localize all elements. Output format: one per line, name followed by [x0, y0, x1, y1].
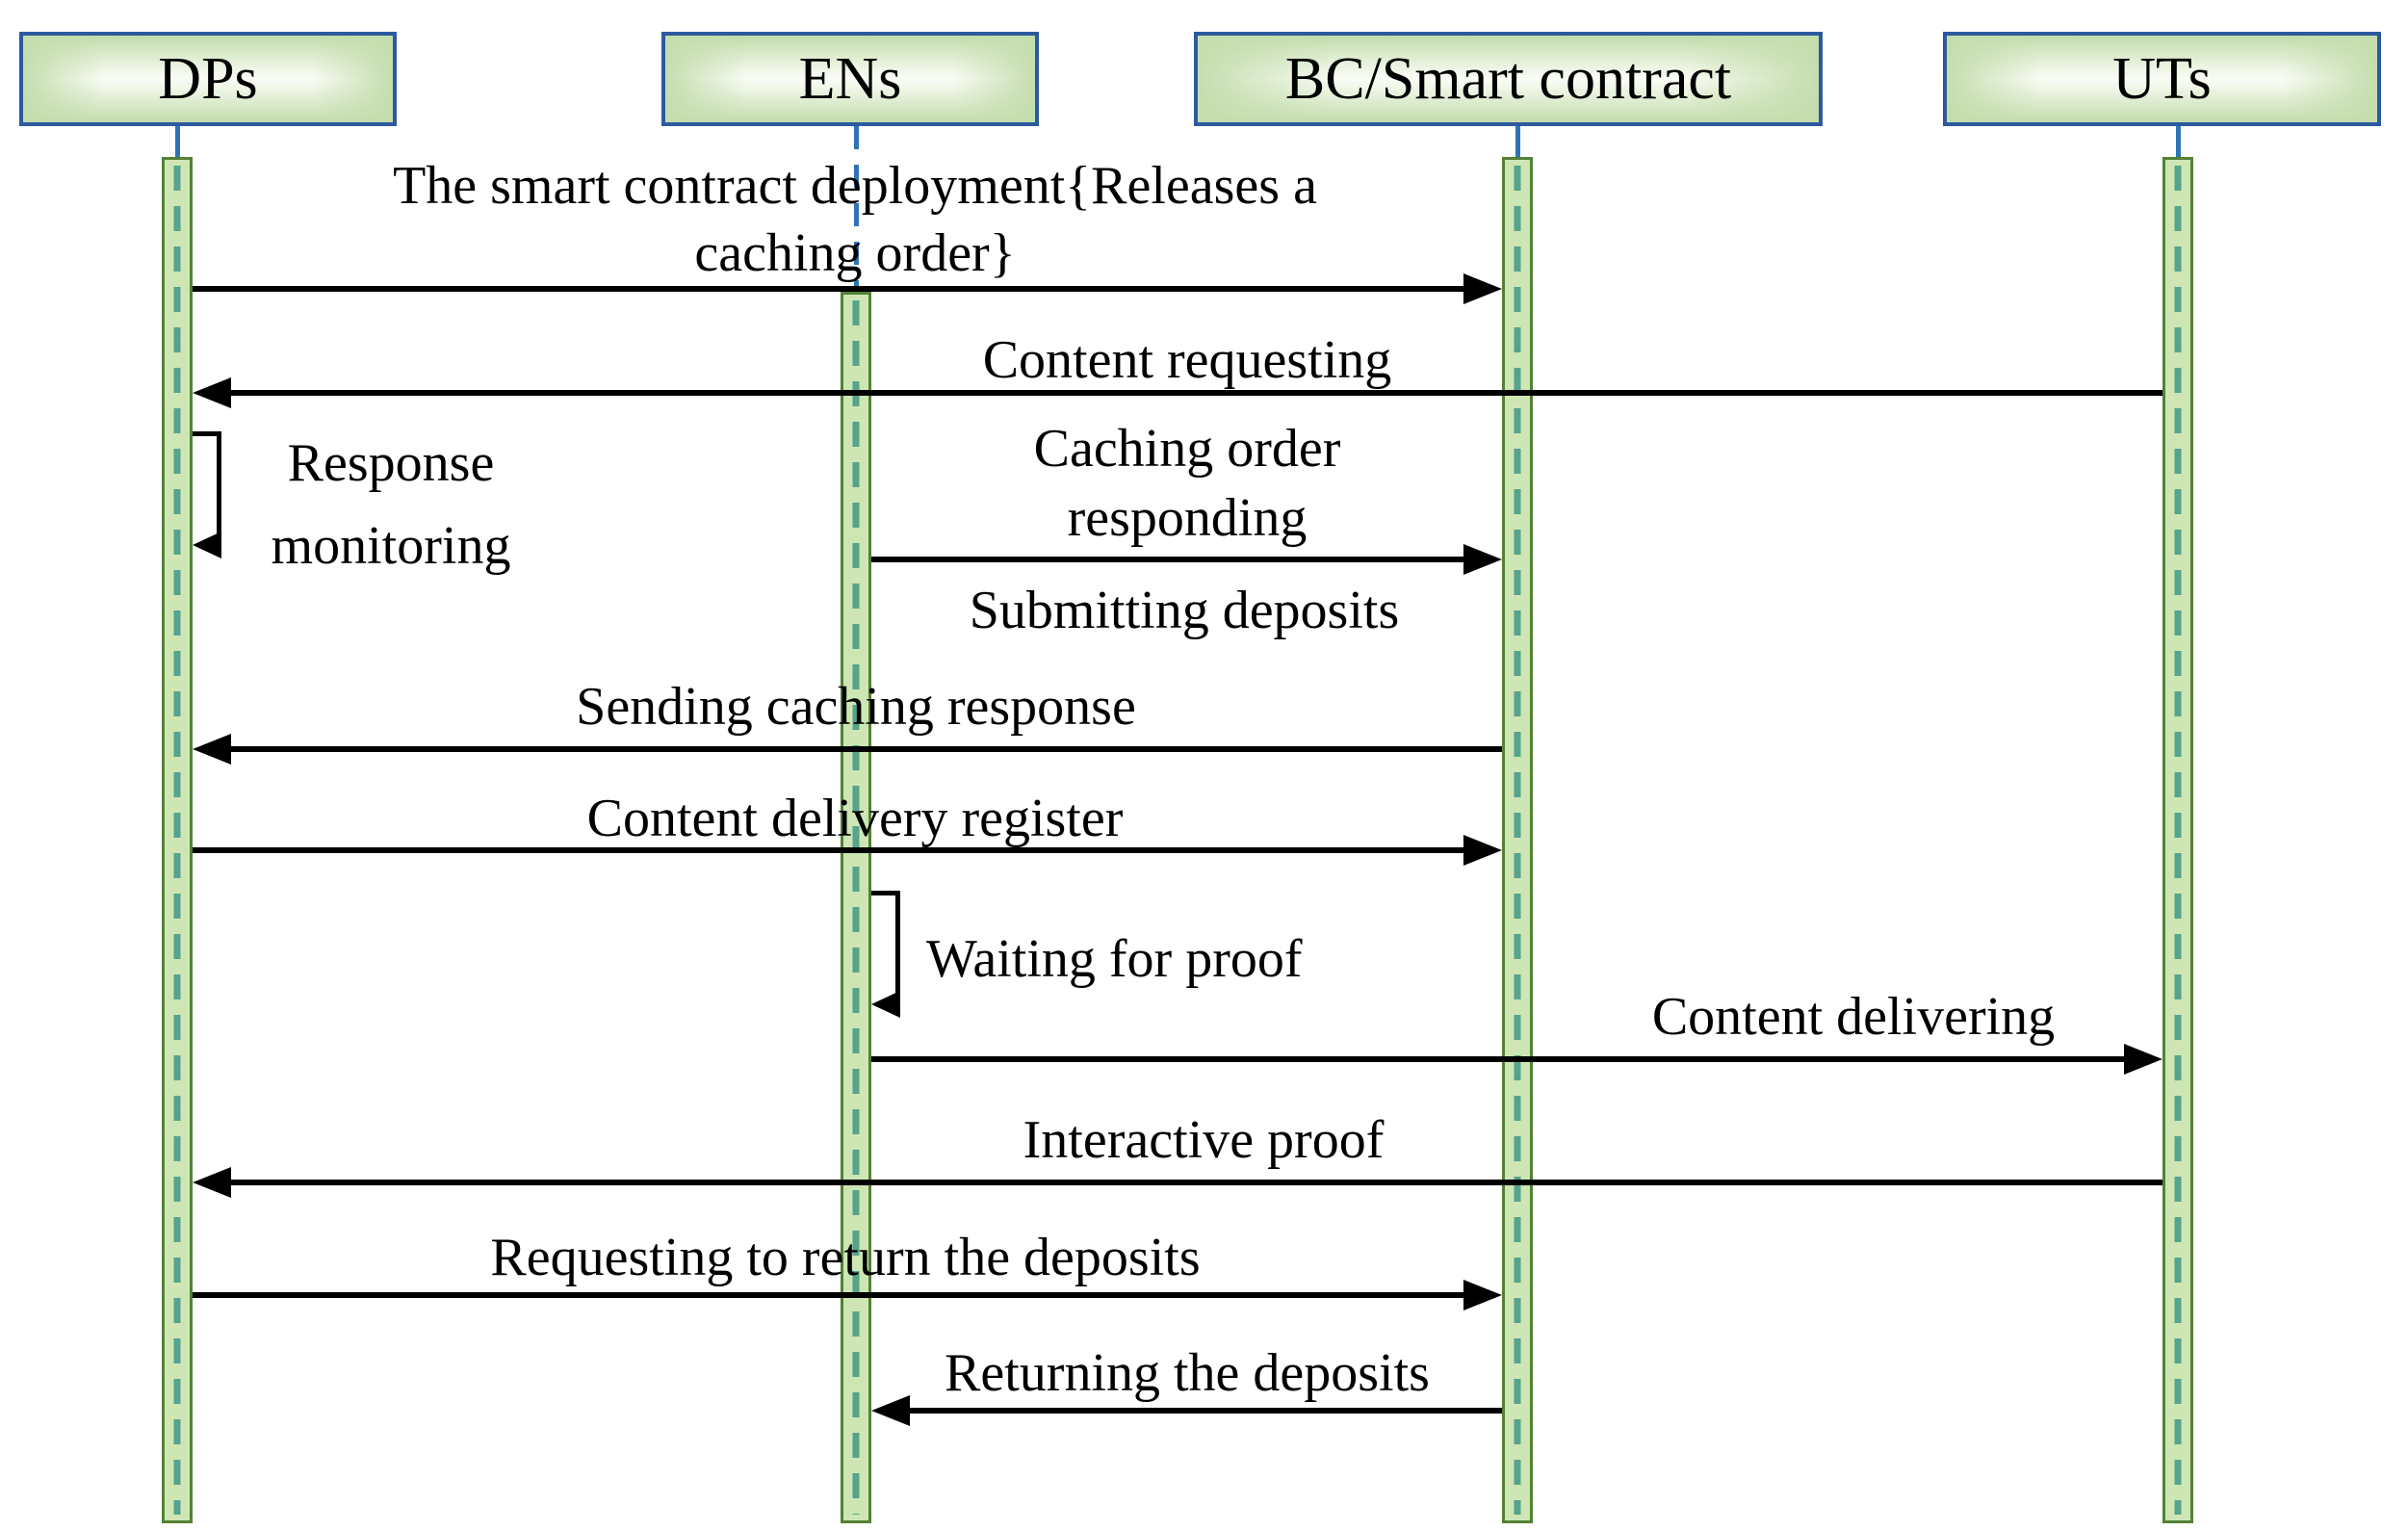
actor-box-ens: ENs — [661, 32, 1039, 126]
message-arrow-4 — [229, 746, 1502, 752]
actor-label-dps: DPs — [158, 45, 258, 112]
lifeline-dash-ens — [852, 300, 860, 1515]
actor-box-dps: DPs — [19, 32, 397, 126]
message-label-interactive-proof: Interactive proof — [1023, 1110, 1385, 1170]
activation-bar-bc — [1502, 157, 1533, 1523]
message-label-sending-caching-response: Sending caching response — [576, 677, 1136, 737]
message-arrow-2 — [229, 390, 2162, 396]
self-loop-dps-top — [193, 431, 221, 436]
lifeline-dash-bc — [1514, 166, 1521, 1515]
message-label-content-delivering: Content delivering — [1651, 987, 2056, 1047]
message-arrow-3 — [871, 557, 1465, 562]
arrowhead-left-icon — [193, 1167, 231, 1198]
lifeline-stub-ens — [854, 126, 859, 293]
arrowhead-right-icon — [1463, 273, 1502, 304]
arrowhead-left-icon — [871, 1395, 910, 1426]
lifeline-stub-bc — [1515, 126, 1520, 157]
message-arrow-9 — [908, 1408, 1502, 1414]
message-label-content-delivery-register: Content delivery register — [586, 789, 1124, 848]
arrowhead-left-icon — [871, 991, 900, 1018]
actor-label-bc: BC/Smart contract — [1284, 45, 1732, 112]
self-loop-dps-side — [217, 431, 221, 548]
message-label-caching-order-responding: Caching order responding — [1033, 419, 1341, 548]
activation-bar-dps — [162, 157, 193, 1523]
message-label-returning-deposits: Returning the deposits — [945, 1343, 1430, 1403]
self-label-response-monitoring: Response monitoring — [271, 433, 511, 576]
lifeline-stub-uts — [2176, 126, 2181, 157]
activation-bar-uts — [2162, 157, 2193, 1523]
self-label-waiting-for-proof: Waiting for proof — [926, 929, 1303, 989]
message-label-content-requesting: Content requesting — [982, 330, 1392, 390]
message-label-smart-contract-deployment: The smart contract deployment{Releases a… — [393, 156, 1317, 283]
message-label-requesting-return-deposits: Requesting to return the deposits — [490, 1228, 1201, 1287]
actor-box-uts: UTs — [1943, 32, 2381, 126]
arrowhead-right-icon — [2124, 1044, 2162, 1075]
activation-bar-ens — [841, 292, 871, 1523]
message-arrow-7 — [229, 1180, 2162, 1185]
actor-label-uts: UTs — [2112, 45, 2212, 112]
lifeline-dash-uts — [2174, 166, 2182, 1515]
arrowhead-right-icon — [1463, 544, 1502, 575]
actor-label-ens: ENs — [798, 45, 902, 112]
arrowhead-left-icon — [193, 734, 231, 765]
actor-box-bc: BC/Smart contract — [1194, 32, 1823, 126]
lifeline-stub-dps — [175, 126, 180, 157]
lifeline-dash-dps — [173, 166, 181, 1515]
arrowhead-left-icon — [193, 377, 231, 408]
arrowhead-right-icon — [1463, 835, 1502, 866]
self-loop-ens-top — [871, 891, 900, 895]
message-sublabel-submitting-deposits: Submitting deposits — [969, 581, 1400, 640]
arrowhead-right-icon — [1463, 1280, 1502, 1310]
message-arrow-6 — [871, 1056, 2126, 1062]
message-arrow-8 — [193, 1292, 1465, 1298]
self-loop-ens-side — [895, 891, 900, 1007]
arrowhead-left-icon — [193, 532, 221, 558]
message-arrow-5 — [193, 847, 1465, 853]
message-arrow-1 — [193, 286, 1465, 292]
